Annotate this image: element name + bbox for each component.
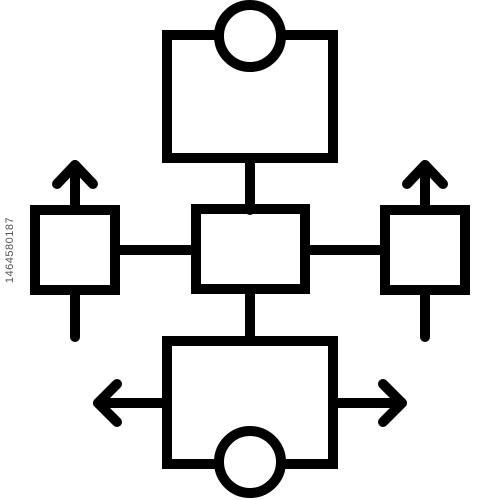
bottom-left-arrow-head [93,379,122,427]
bottom-circle-node [214,426,286,498]
bottom-right-arrow-head [378,379,407,427]
stock-id-label: 1464580187 [4,216,16,284]
right-up-arrow-head [402,160,448,189]
left-box [30,205,120,295]
top-circle-node [214,0,286,72]
left-up-arrow-head [52,160,98,189]
center-box [191,204,310,294]
right-box [380,205,470,295]
